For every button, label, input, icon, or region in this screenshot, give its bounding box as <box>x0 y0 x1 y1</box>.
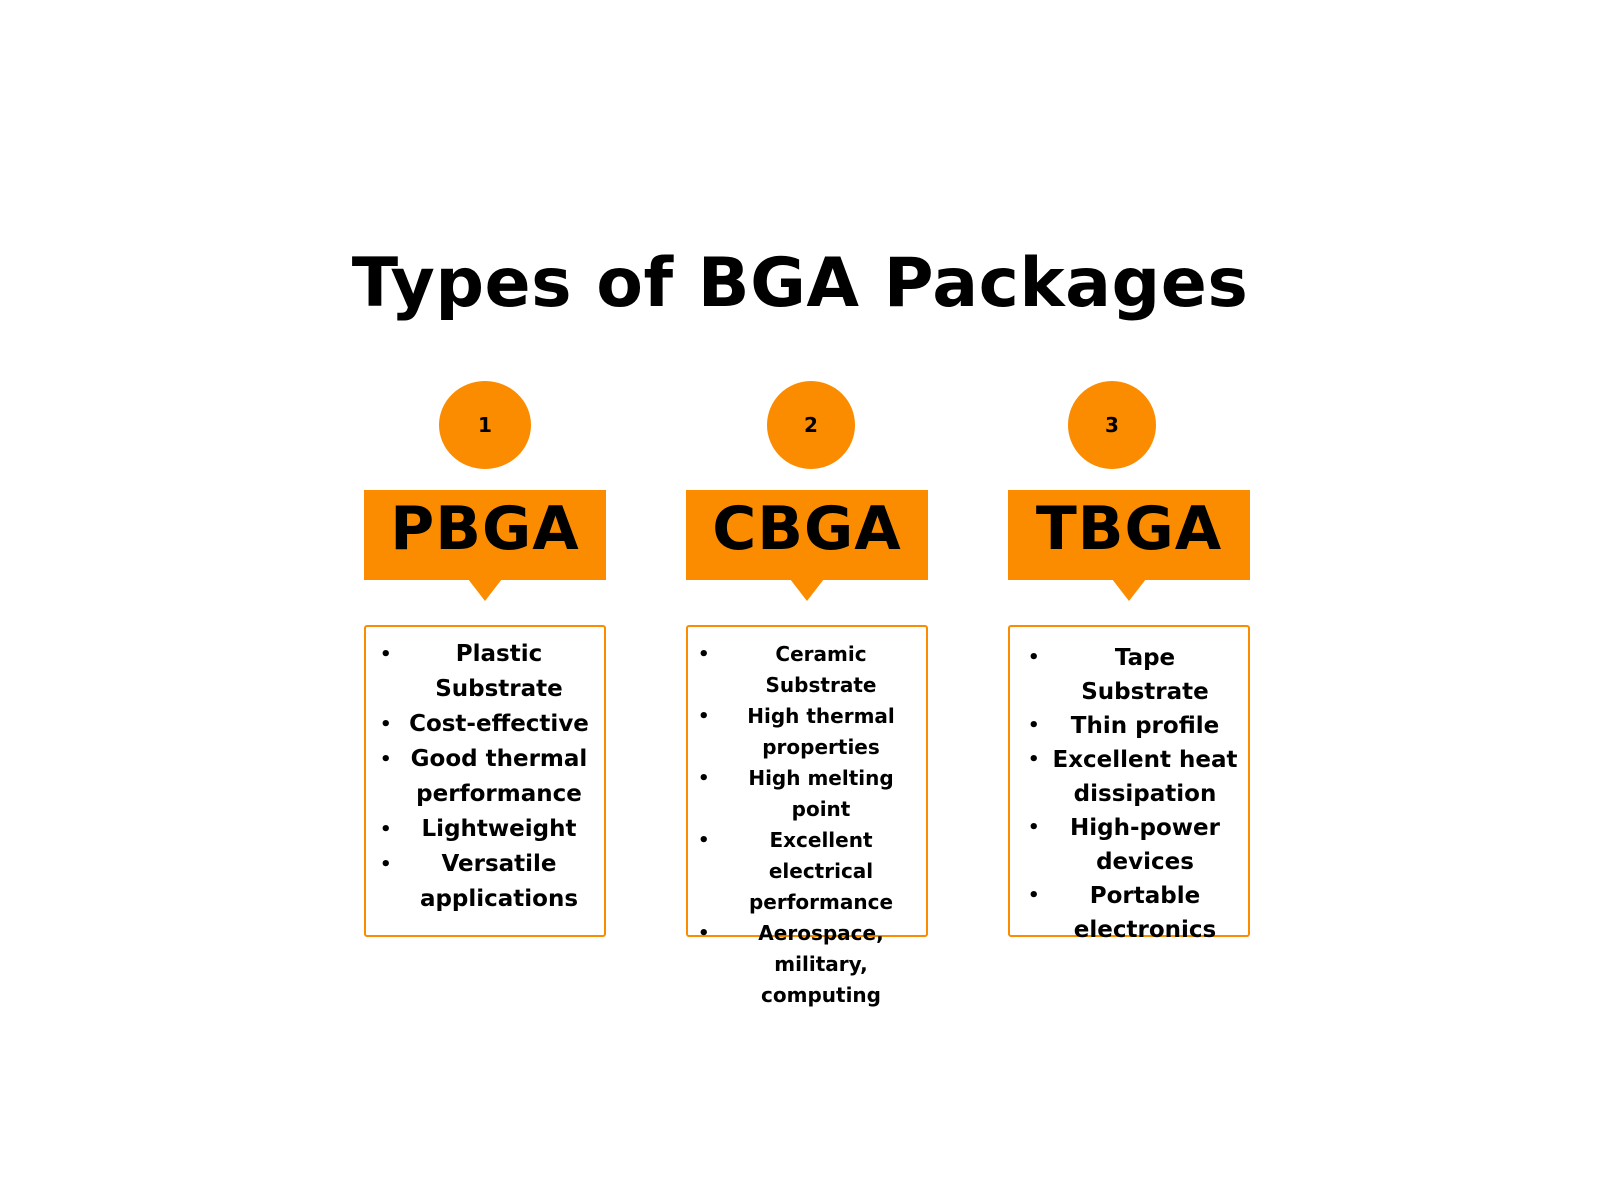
feature-list: Plastic Substrate Cost-effective Good th… <box>366 627 604 917</box>
feature-list: Ceramic Substrate High thermal propertie… <box>688 627 926 1011</box>
feature-item: Versatile applications <box>380 847 596 917</box>
callout-pointer <box>790 579 824 601</box>
feature-item: Good thermal performance <box>380 742 596 812</box>
package-name-banner: PBGA <box>364 490 606 580</box>
step-number-badge: 1 <box>439 381 531 469</box>
feature-item: Portable electronics <box>1028 879 1240 947</box>
callout-pointer <box>468 579 502 601</box>
callout-pointer <box>1112 579 1146 601</box>
feature-item: Thin profile <box>1028 709 1240 743</box>
package-name-banner: CBGA <box>686 490 928 580</box>
feature-item: Lightweight <box>380 812 596 847</box>
features-box: Ceramic Substrate High thermal propertie… <box>686 625 928 1007</box>
feature-item: Plastic Substrate <box>380 637 596 707</box>
page-title: Types of BGA Packages <box>351 244 1249 323</box>
package-name: PBGA <box>390 494 580 564</box>
features-box: Plastic Substrate Cost-effective Good th… <box>364 625 606 937</box>
feature-item: Aerospace, military, computing <box>698 918 922 1011</box>
feature-item: High thermal properties <box>698 701 922 763</box>
feature-item: Excellent heat dissipation <box>1028 743 1240 811</box>
feature-item: Cost-effective <box>380 707 596 742</box>
feature-list: Tape Substrate Thin profile Excellent he… <box>1010 627 1248 947</box>
feature-item: High melting point <box>698 763 922 825</box>
step-number-badge: 3 <box>1068 381 1156 469</box>
package-name: TBGA <box>1035 494 1223 564</box>
package-name: CBGA <box>712 494 902 564</box>
package-name-banner: TBGA <box>1008 490 1250 580</box>
step-number-badge: 2 <box>767 381 855 469</box>
features-box: Tape Substrate Thin profile Excellent he… <box>1008 625 1250 943</box>
feature-item: Tape Substrate <box>1028 641 1240 709</box>
feature-item: Excellent electrical performance <box>698 825 922 918</box>
feature-item: Ceramic Substrate <box>698 639 922 701</box>
feature-item: High-power devices <box>1028 811 1240 879</box>
